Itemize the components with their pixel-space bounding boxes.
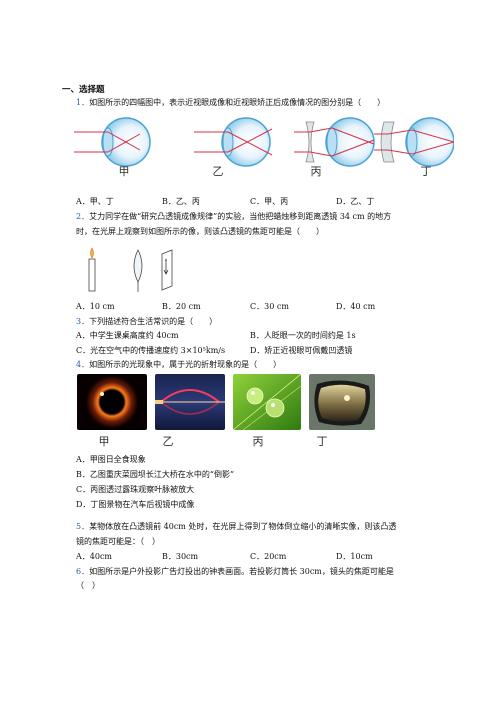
eye-bing bbox=[294, 117, 375, 167]
option-b: B．30cm bbox=[162, 552, 199, 561]
option-a: A．甲、丁 bbox=[76, 197, 114, 206]
option-b: B．20 cm bbox=[162, 302, 201, 311]
figure-label-yi: 乙 bbox=[162, 435, 174, 448]
question-4: 4．如图所示的光现象中，属于光的折射现象的是（ ） bbox=[76, 359, 281, 371]
question-text-line-1: 某物体放在凸透镜前 40cm 处时，在光屏上得到了物体倒立缩小的清晰实像，则该凸… bbox=[89, 522, 397, 531]
option-a: A．中学生课桌高度约 40cm bbox=[76, 331, 179, 340]
candle bbox=[88, 247, 96, 292]
eye-diagrams bbox=[74, 117, 454, 167]
photo-dew-drops-on-leaf bbox=[233, 374, 301, 430]
option-d: D．40 cm bbox=[336, 302, 376, 311]
option-c: C．丙图透过露珠观察叶脉被放大 bbox=[76, 485, 195, 494]
option-a: A．甲图日全食现象 bbox=[76, 455, 146, 464]
question-number: 2． bbox=[76, 212, 90, 221]
question-1: 1．如图所示的四幅图中，表示近视眼成像和近视眼矫正后成像情况的图分别是（ ） bbox=[76, 97, 385, 109]
question-2: 2．艾力同学在做“研究凸透镜成像规律”的实验，当他把蜡烛移到距离透镜 34 cm… bbox=[76, 211, 391, 223]
option-b: B．人眨眼一次的时间约是 1s bbox=[250, 331, 356, 340]
question-number: 1． bbox=[76, 98, 90, 107]
lens-apparatus-diagram bbox=[88, 247, 173, 292]
option-a: A．10 cm bbox=[76, 302, 115, 311]
figure-label-jia: 甲 bbox=[98, 435, 110, 448]
question-number: 4． bbox=[76, 360, 90, 369]
question-6: 6．如图所示是户外投影广告灯投出的钟表画面。若投影灯筒长 30cm，镜头的焦距可… bbox=[76, 566, 394, 578]
question-text: 下列描述符合生活常识的是（ ） bbox=[89, 317, 218, 326]
section-title: 一、选择题 bbox=[62, 85, 105, 95]
option-d: D．丁图景物在汽车后视镜中成像 bbox=[76, 500, 195, 509]
option-d: D．矫正近视眼可佩戴凹透镜 bbox=[250, 346, 353, 355]
option-a: A．40cm bbox=[76, 552, 113, 561]
question-3: 3．下列描述符合生活常识的是（ ） bbox=[76, 316, 217, 328]
figure-label-ding: 丁 bbox=[420, 165, 432, 178]
option-d: D．乙、丁 bbox=[336, 197, 375, 206]
option-c: C．30 cm bbox=[250, 302, 289, 311]
light-screen bbox=[161, 249, 173, 291]
option-d: D．10cm bbox=[336, 552, 373, 561]
question-text: 如图所示的四幅图中，表示近视眼成像和近视眼矫正后成像情况的图分别是（ ） bbox=[89, 98, 386, 107]
question-text-line-1: 如图所示是户外投影广告灯投出的钟表画面。若投影灯筒长 30cm，镜头的焦距可能是 bbox=[89, 567, 394, 576]
photo-solar-eclipse bbox=[77, 374, 147, 430]
question-text-line-2: 镜的焦距可能是：（ ） bbox=[76, 537, 160, 546]
question-5: 5．某物体放在凸透镜前 40cm 处时，在光屏上得到了物体倒立缩小的清晰实像，则… bbox=[76, 521, 396, 533]
figure-label-yi: 乙 bbox=[212, 165, 224, 178]
figure-label-jia: 甲 bbox=[118, 165, 130, 178]
figure-label-ding: 丁 bbox=[316, 435, 328, 448]
figure-label-bing: 丙 bbox=[252, 435, 264, 448]
option-b: B．乙、丙 bbox=[162, 197, 200, 206]
question-text-line-2: （ ） bbox=[76, 581, 100, 590]
photo-car-side-mirror bbox=[309, 374, 375, 430]
option-c: C．光在空气中的传播速度约 3×10⁵km/s bbox=[76, 346, 226, 355]
question-text-line-2: 时，在光屏上观察到如图所示的像，则该凸透镜的焦距可能是（ ） bbox=[76, 227, 324, 236]
eye-ding bbox=[374, 117, 454, 167]
option-b: B．乙图重庆菜园坝长江大桥在水中的“倒影” bbox=[76, 470, 235, 479]
option-c: C．20cm bbox=[250, 552, 287, 561]
question-text-line-1: 艾力同学在做“研究凸透镜成像规律”的实验，当他把蜡烛移到距离透镜 34 cm 的… bbox=[89, 212, 392, 221]
eye-yi bbox=[194, 117, 273, 167]
photo-bridge-reflection bbox=[155, 374, 225, 430]
question-number: 3． bbox=[76, 317, 90, 326]
question-number: 5． bbox=[76, 522, 90, 531]
figure-label-bing: 丙 bbox=[310, 165, 322, 178]
convex-lens bbox=[133, 249, 143, 292]
question-number: 6． bbox=[76, 567, 90, 576]
question-text: 如图所示的光现象中，属于光的折射现象的是（ ） bbox=[89, 360, 282, 369]
option-c: C．甲、丙 bbox=[250, 197, 289, 206]
eye-jia bbox=[74, 117, 151, 167]
